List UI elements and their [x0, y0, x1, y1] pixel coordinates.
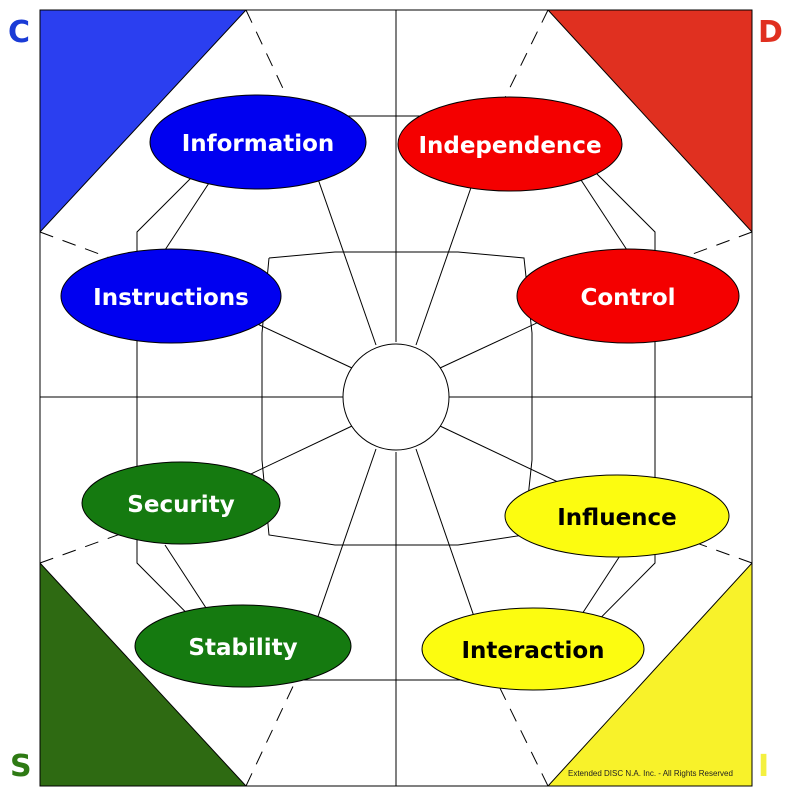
label-independence: Independence — [418, 133, 601, 159]
label-security: Security — [127, 492, 234, 518]
label-instructions: Instructions — [93, 285, 249, 311]
corner-triangle-i — [546, 561, 753, 787]
ellipse-interaction — [421, 607, 645, 691]
label-stability: Stability — [188, 635, 297, 661]
center-circle — [342, 343, 450, 451]
label-control: Control — [580, 285, 675, 311]
ellipse-control — [516, 248, 740, 344]
corner-triangle-d — [546, 9, 753, 234]
label-information: Information — [182, 131, 335, 157]
label-interaction: Interaction — [461, 638, 604, 664]
corner-triangle-c — [39, 9, 248, 234]
corner-triangle-s — [39, 561, 248, 787]
label-influence: Influence — [557, 505, 677, 531]
ellipse-security — [81, 461, 281, 545]
ellipse-influence — [504, 474, 730, 558]
corner-label-i: I — [758, 749, 770, 784]
ellipse-stability — [134, 604, 352, 688]
ellipse-instructions — [60, 248, 282, 344]
ellipse-independence — [397, 96, 623, 192]
corner-label-s: S — [10, 749, 32, 784]
copyright-notice: Extended DISC N.A. Inc. - All Rights Res… — [568, 769, 733, 778]
corner-label-d: D — [758, 15, 783, 50]
corner-label-c: C — [8, 15, 31, 50]
ellipse-information — [149, 94, 367, 190]
